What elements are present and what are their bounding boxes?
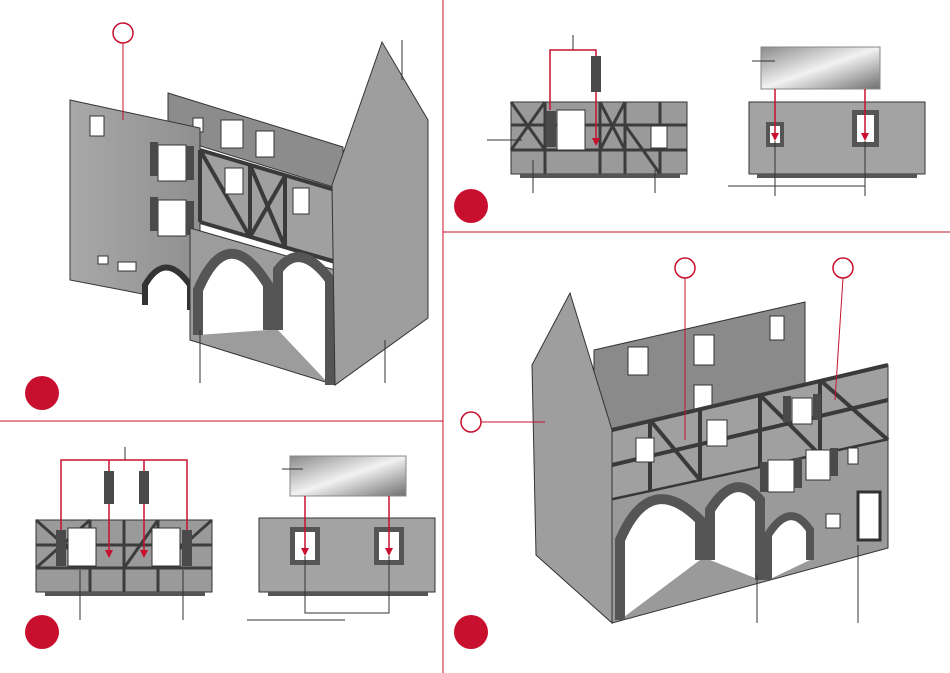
panel-step-4 (454, 258, 888, 649)
shutter (186, 146, 194, 180)
back-window (628, 347, 648, 375)
timber-window (293, 188, 309, 214)
front-window (806, 450, 830, 480)
timber-window (792, 398, 812, 424)
loose-shutter (139, 471, 149, 504)
step-marker-4 (454, 615, 488, 649)
back-window (770, 316, 784, 340)
doorway (858, 492, 880, 540)
front-window (826, 514, 840, 528)
callout-circle (833, 258, 853, 278)
left-wall-window (90, 116, 104, 136)
panel-step-3 (25, 447, 435, 649)
back-window (221, 120, 243, 148)
step-marker-2 (454, 189, 488, 223)
panel-step-2 (454, 35, 925, 223)
wall-base (268, 592, 428, 596)
back-window (256, 131, 274, 157)
shutter (783, 396, 791, 422)
shutter (830, 448, 838, 476)
back-window (694, 335, 714, 365)
callout-circle (675, 258, 695, 278)
shutter (813, 394, 821, 420)
timber-window (636, 438, 654, 462)
window-opening (152, 528, 180, 566)
shutter-placed (546, 111, 556, 147)
small-vent (118, 262, 136, 271)
stone-wall-piece (259, 518, 435, 592)
gable-wall (532, 293, 612, 623)
loose-shutter (591, 56, 601, 92)
panel-step-1 (25, 23, 428, 410)
large-arch-1 (198, 254, 268, 335)
loose-shutter (104, 471, 114, 504)
wall-base (45, 592, 205, 596)
shutter-placed (182, 530, 192, 566)
shutter (150, 197, 158, 231)
front-window (768, 460, 794, 492)
callout-circle (461, 412, 481, 432)
door-opening (557, 110, 585, 150)
window-opening (651, 126, 667, 148)
small-vent (98, 256, 108, 264)
timber-window (707, 420, 727, 446)
front-window (848, 448, 858, 464)
shutter (760, 462, 768, 492)
shutter-placed (56, 530, 66, 566)
callout-circle (113, 23, 133, 43)
gable-wall (332, 42, 428, 385)
glass-sheet (761, 47, 880, 89)
step-marker-3 (25, 615, 59, 649)
timber-window (225, 168, 243, 194)
shutter (150, 142, 158, 176)
left-wall-window (158, 145, 186, 181)
step-marker-1 (25, 376, 59, 410)
small-arch (145, 268, 190, 311)
wall-base (520, 174, 680, 178)
wall-base (757, 174, 917, 178)
shutter (794, 458, 802, 488)
glass-sheet (290, 456, 406, 496)
window-opening (68, 528, 96, 566)
left-wall-window (158, 200, 186, 236)
